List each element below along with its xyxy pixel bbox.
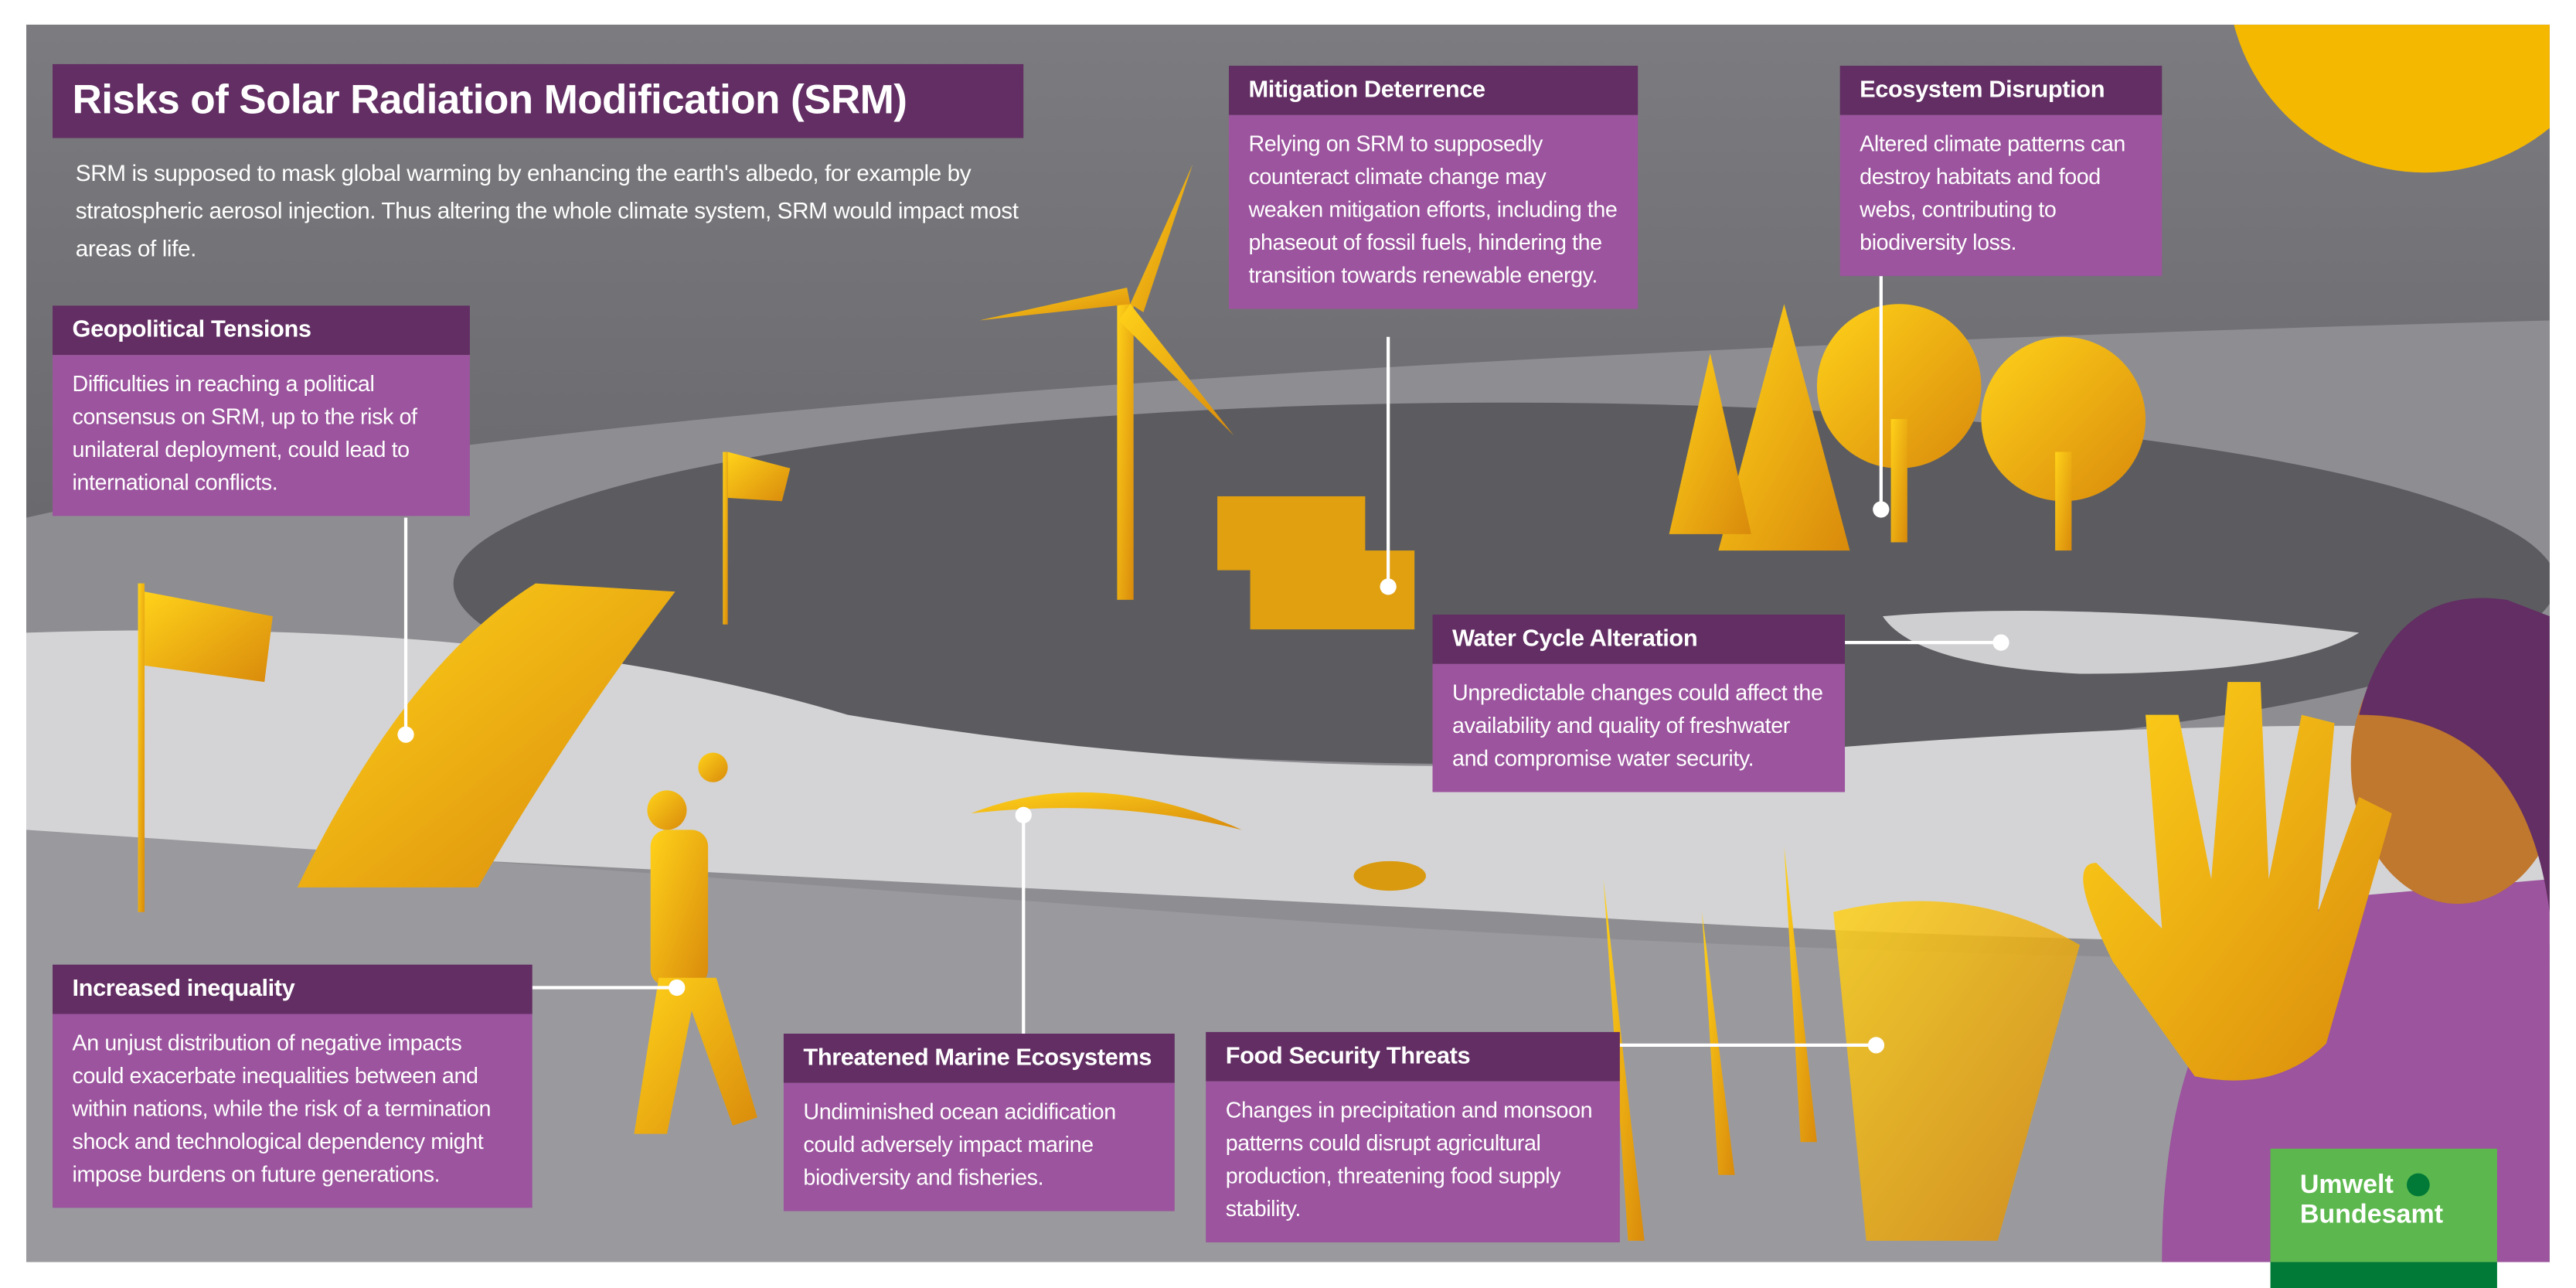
connector-dot — [1992, 634, 2009, 651]
risk-heading: Water Cycle Alteration — [1432, 614, 1846, 664]
risk-heading: Mitigation Deterrence — [1228, 66, 1638, 115]
connector-dot — [1015, 806, 1032, 823]
logo-line1: Umwelt — [2299, 1171, 2394, 1200]
connector-dot — [1380, 578, 1397, 595]
umweltbundesamt-logo: Umwelt Bundesamt — [2270, 1148, 2497, 1288]
connector-dot — [1867, 1037, 1885, 1054]
connector-dot — [397, 726, 414, 743]
risk-increased-inequality: Increased inequality An unjust distribut… — [53, 964, 533, 1208]
risk-food-security-threats: Food Security Threats Changes in precipi… — [1206, 1031, 1620, 1242]
risk-text: Altered climate patterns can destroy hab… — [1839, 114, 2163, 277]
bridge-icon — [297, 583, 675, 888]
risk-heading: Increased inequality — [53, 964, 533, 1014]
risk-text: Unpredictable changes could affect the a… — [1432, 663, 1846, 792]
connector-line — [1619, 1043, 1877, 1048]
flag-icon — [138, 451, 791, 912]
risk-text: Undiminished ocean acidification could a… — [783, 1082, 1175, 1211]
risk-threatened-marine-ecosystems: Threatened Marine Ecosystems Undiminishe… — [783, 1034, 1175, 1211]
logo-figure-icon — [2407, 1173, 2431, 1197]
connector-dot — [669, 979, 686, 997]
connector-line — [403, 517, 408, 735]
turtle-icon — [1353, 860, 1427, 891]
risk-heading: Food Security Threats — [1206, 1031, 1620, 1082]
intro-text: SRM is supposed to mask global warming b… — [75, 159, 1019, 261]
connector-line — [1387, 336, 1390, 587]
landscape-illustration — [26, 24, 2550, 1262]
risk-text: Changes in precipitation and monsoon pat… — [1206, 1081, 1620, 1242]
plateau — [454, 402, 2550, 765]
risk-heading: Ecosystem Disruption — [1839, 66, 2163, 115]
dolphin-icon — [971, 792, 1242, 830]
sun-icon — [2234, 24, 2550, 173]
connector-dot — [1873, 501, 1890, 518]
risk-water-cycle-alteration: Water Cycle Alteration Unpredictable cha… — [1432, 614, 1846, 792]
solar-panels-icon — [1217, 496, 1415, 630]
forest-icon — [1669, 304, 2146, 551]
lake — [1882, 611, 2360, 674]
risk-text: Relying on SRM to supposedly counteract … — [1228, 114, 1638, 309]
windmill-icon — [978, 164, 1234, 600]
page-title: Risks of Solar Radiation Modification (S… — [53, 63, 1024, 138]
risk-mitigation-deterrence: Mitigation Deterrence Relying on SRM to … — [1228, 66, 1638, 309]
risk-text: Difficulties in reaching a political con… — [53, 355, 470, 516]
person-with-child-icon — [634, 752, 757, 1134]
risk-text: An unjust distribution of negative impac… — [53, 1014, 533, 1208]
connector-line — [1879, 276, 1883, 509]
logo-line2: Bundesamt — [2299, 1201, 2444, 1229]
risk-heading: Threatened Marine Ecosystems — [783, 1034, 1175, 1083]
risk-geopolitical-tensions: Geopolitical Tensions Difficulties in re… — [53, 305, 470, 516]
connector-line — [532, 986, 677, 990]
risk-heading: Geopolitical Tensions — [53, 305, 470, 356]
connector-line — [1022, 815, 1026, 1034]
risk-ecosystem-disruption: Ecosystem Disruption Altered climate pat… — [1839, 66, 2163, 277]
connector-line — [1845, 640, 2001, 645]
